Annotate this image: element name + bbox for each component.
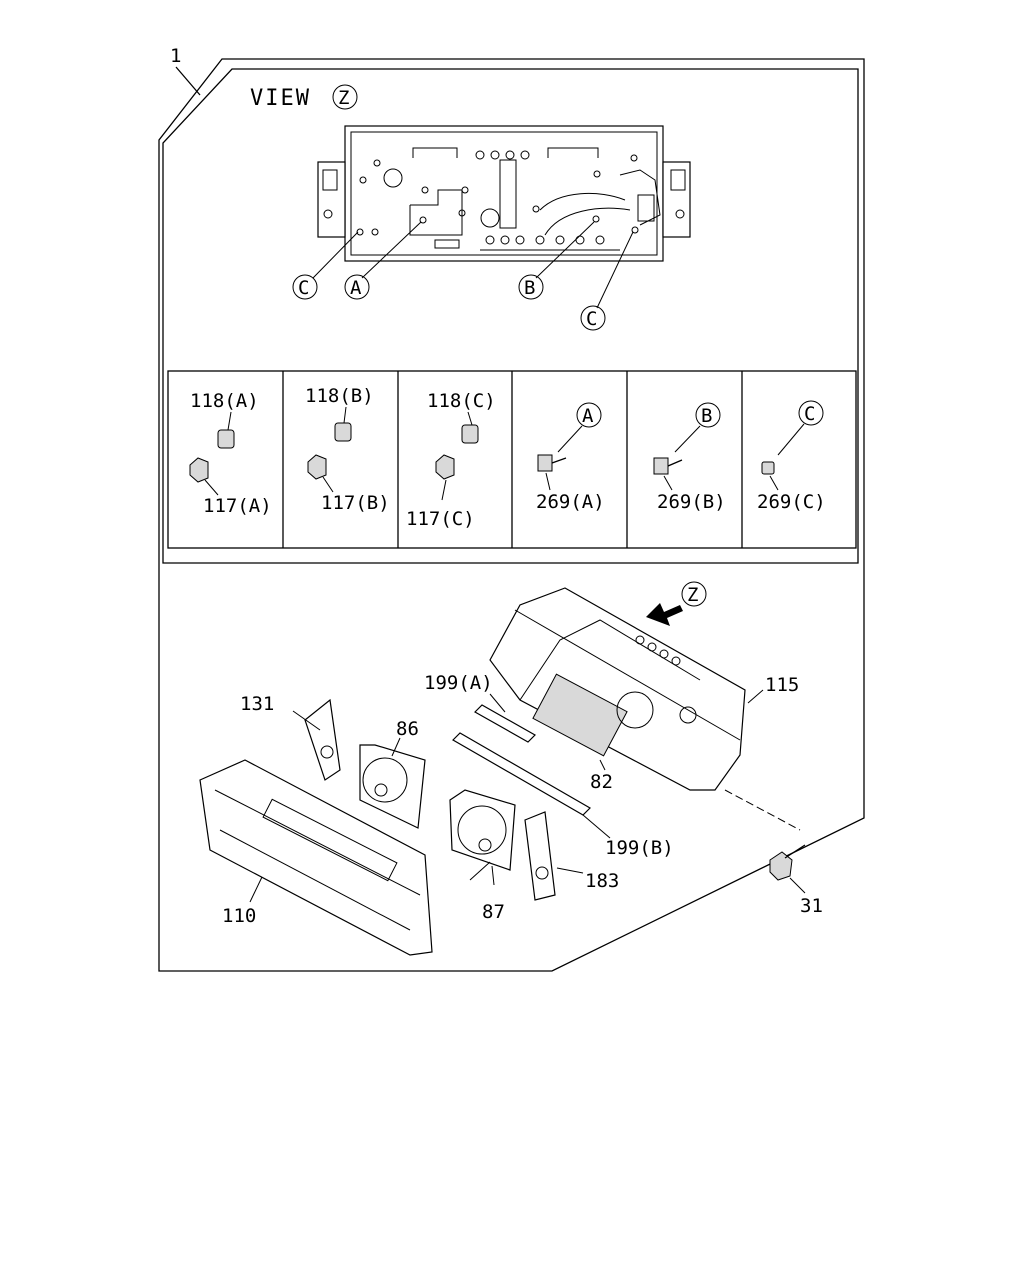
view-direction-arrow-icon — [646, 603, 683, 626]
bulb-b-icon — [334, 422, 352, 442]
strip-199b: 199(B) — [452, 732, 674, 859]
view-callouts: C A B C — [292, 221, 634, 331]
cluster-rear-view — [317, 125, 691, 262]
assembly-frame: 1 — [158, 45, 865, 972]
bulb-c-icon — [461, 424, 479, 444]
view-letter-circle — [332, 84, 358, 110]
screw-31: 31 — [724, 789, 823, 917]
table-letter-b: B — [701, 405, 712, 427]
part-110-label: 110 — [222, 905, 256, 927]
screw-a-icon — [537, 454, 553, 472]
gauge-87: 87 — [449, 789, 516, 923]
table-letter-c: C — [804, 403, 815, 425]
table-screw-b-label: 269(B) — [657, 491, 726, 513]
pcb-199a: 199(A) — [424, 672, 536, 743]
socket-a-icon — [189, 457, 209, 483]
part-199a-label: 199(A) — [424, 672, 493, 694]
part-115-label: 115 — [765, 674, 799, 696]
part-82-label: 82 — [590, 771, 613, 793]
part-199b-label: 199(B) — [605, 837, 674, 859]
pointer-131: 131 — [240, 693, 341, 781]
view-letter: Z — [338, 87, 349, 109]
view-title: VIEW — [250, 86, 311, 111]
part-86-label: 86 — [396, 718, 419, 740]
table-bulb-a-label: 118(A) — [190, 390, 259, 412]
socket-b-icon — [307, 454, 327, 480]
callout-a-label: A — [350, 277, 362, 299]
callout-b-label: B — [524, 277, 535, 299]
screw-c-icon — [761, 461, 775, 475]
table-socket-c-label: 117(C) — [406, 508, 475, 530]
table-screw-a-label: 269(A) — [536, 491, 605, 513]
view-z-inset: VIEW Z — [162, 68, 859, 564]
part-31-label: 31 — [800, 895, 823, 917]
pointer-183: 183 — [524, 811, 619, 901]
table-socket-a-label: 117(A) — [203, 495, 272, 517]
table-letter-a: A — [582, 405, 594, 427]
callout-c2-circle — [580, 305, 606, 331]
table-bulb-b-label: 118(B) — [305, 385, 374, 407]
part-87-label: 87 — [482, 901, 505, 923]
part-183-label: 183 — [585, 870, 619, 892]
gauge-86: 86 — [359, 718, 426, 829]
bezel-110: 110 — [199, 759, 433, 956]
callout-c-circle — [292, 274, 318, 300]
table-bulb-c-label: 118(C) — [427, 390, 496, 412]
table-socket-b-label: 117(B) — [321, 492, 390, 514]
screw-b-icon — [653, 457, 669, 475]
socket-c-icon — [435, 454, 455, 480]
cluster-case: 115 82 — [489, 587, 799, 793]
callout-a-circle — [344, 274, 370, 300]
callout-b-circle — [518, 274, 544, 300]
callout-c-label: C — [298, 277, 309, 299]
callout-c2-label: C — [586, 308, 597, 330]
part-131-label: 131 — [240, 693, 274, 715]
exploded-view: Z 115 82 199(A) 199(B) — [199, 581, 823, 956]
bulb-a-icon — [217, 429, 235, 449]
assembly-number-label: 1 — [170, 45, 181, 67]
fastener-table: 118(A) 117(A) 118(B) 117(B) 118(C) 117(C… — [167, 370, 857, 549]
z-arrow-letter: Z — [687, 584, 698, 606]
screw-31-icon — [769, 851, 793, 881]
table-screw-c-label: 269(C) — [757, 491, 826, 513]
